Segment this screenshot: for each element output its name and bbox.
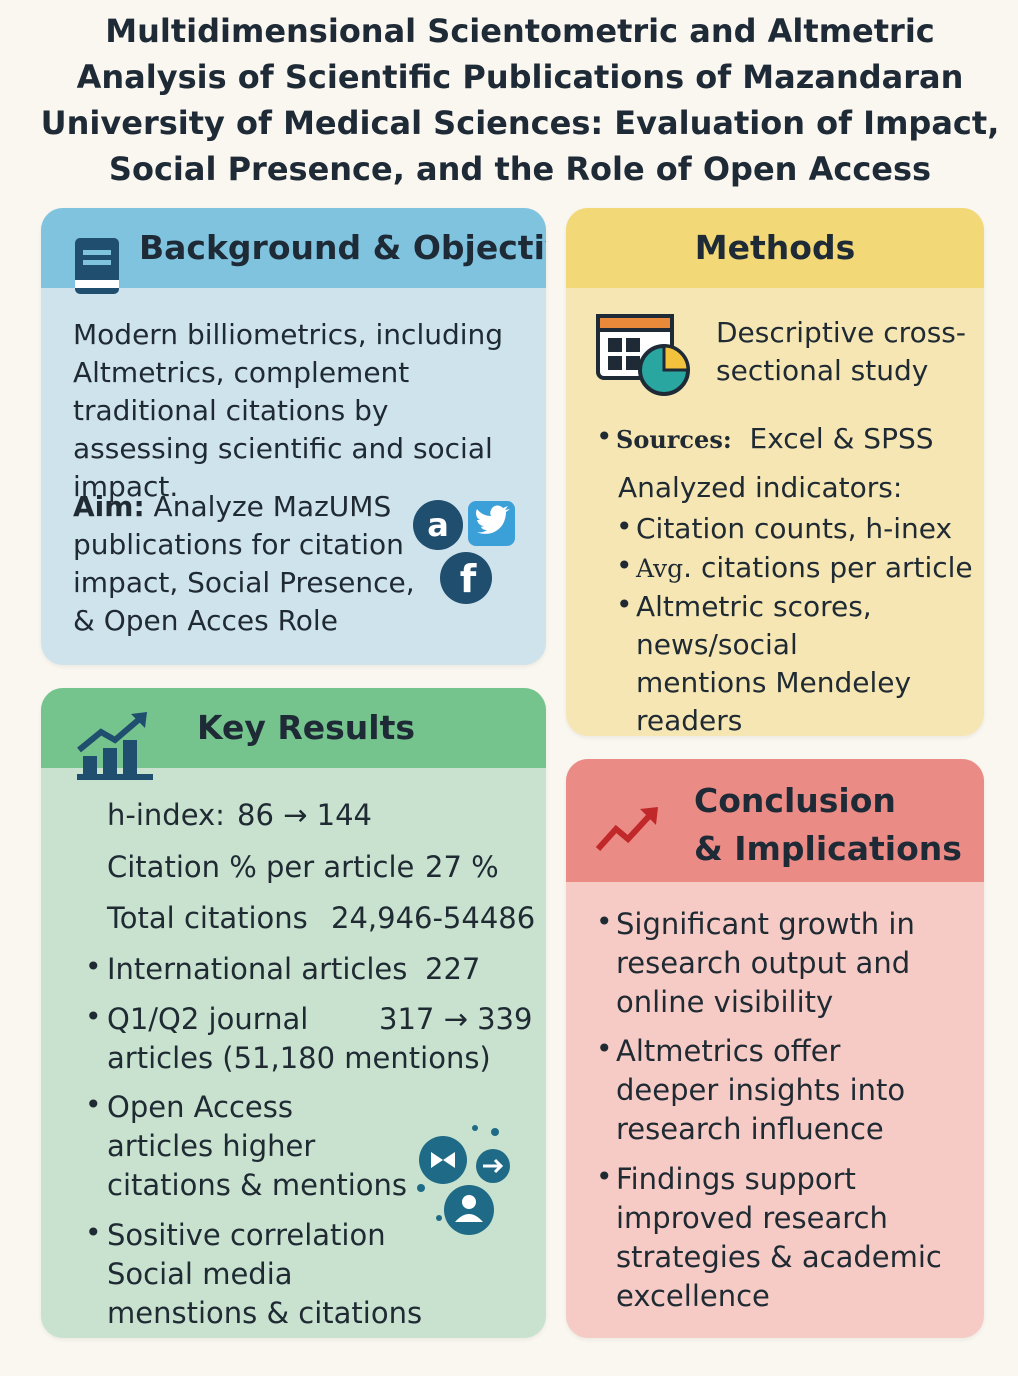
calendar-chart-icon bbox=[596, 314, 690, 396]
facebook-letter: f bbox=[460, 557, 477, 601]
social-icons: a f bbox=[413, 500, 515, 604]
indicator-text: Altmetric scores, news/social mentions M… bbox=[636, 590, 912, 736]
international-value: 227 bbox=[425, 952, 481, 986]
bullet: • bbox=[85, 1216, 102, 1249]
q1q2-sub: articles (51,180 mentions) bbox=[107, 1041, 491, 1075]
conclusion-item: Significant growth in research output an… bbox=[616, 907, 915, 1019]
hindex-value: 86 → 144 bbox=[237, 798, 372, 832]
bullet: • bbox=[616, 510, 633, 543]
study-type: Descriptive cross-sectional study bbox=[716, 316, 966, 387]
background-text: Modern billiometrics, including Altmetri… bbox=[73, 318, 504, 503]
conclusion-item: Altmetrics offer deeper insights into re… bbox=[616, 1034, 906, 1146]
sources-line: Sources: Excel & SPSS bbox=[616, 420, 934, 459]
indicator-prefix: Avg bbox=[636, 554, 684, 583]
trend-arrow-icon bbox=[595, 807, 658, 852]
bar-growth-icon bbox=[77, 712, 153, 780]
bullet: • bbox=[596, 905, 613, 938]
methods-header: Methods bbox=[566, 208, 984, 288]
twitter-icon bbox=[468, 501, 515, 546]
methods-heading: Methods bbox=[694, 228, 856, 267]
background-header: Background & Objectiv bbox=[41, 208, 546, 294]
aim-description: Analyze MazUMS publications for citation… bbox=[73, 490, 415, 637]
q1q2-value: 317 → 339 bbox=[379, 1002, 533, 1036]
background-heading: Background & Objectiv bbox=[139, 228, 546, 267]
conclusion-heading: Conclusion & Implications bbox=[694, 777, 962, 873]
conclusion-heading-line1: Conclusion bbox=[694, 781, 896, 820]
correlation-text: Sositive correlation Social media mensti… bbox=[107, 1218, 423, 1330]
indicators-heading: Analyzed indicators: bbox=[618, 471, 903, 504]
results-panel: Key Results h-index: 86 → 144 Citation %… bbox=[41, 688, 546, 1338]
total-citations-label: Total citations bbox=[107, 901, 308, 935]
results-header: Key Results bbox=[41, 688, 546, 780]
altmetric-letter: a bbox=[427, 506, 449, 544]
international-label: International articles bbox=[107, 952, 408, 986]
facebook-icon: f bbox=[440, 552, 492, 604]
indicator-item: Citation counts, h-inex bbox=[636, 510, 952, 548]
aim-text: Aim: Analyze MazUMS publications for cit… bbox=[73, 488, 433, 640]
indicator-text: . citations per article bbox=[683, 551, 973, 584]
conclusion-heading-line2: & Implications bbox=[694, 829, 962, 868]
bullet: • bbox=[85, 1088, 102, 1121]
page-title: Multidimensional Scientometric and Altme… bbox=[40, 12, 1000, 188]
background-panel: Background & Objectiv Modern billiometri… bbox=[41, 208, 546, 665]
results-heading: Key Results bbox=[197, 708, 416, 747]
bullet: • bbox=[616, 549, 633, 582]
bullet: • bbox=[596, 1160, 613, 1193]
book-icon bbox=[75, 238, 119, 294]
hindex-label: h-index: bbox=[107, 798, 225, 832]
citation-pct-value: 27 % bbox=[425, 850, 499, 884]
conclusion-header: Conclusion & Implications bbox=[566, 759, 984, 882]
indicator-item: Avg. citations per article bbox=[636, 549, 973, 588]
altmetric-icon: a bbox=[413, 500, 463, 550]
total-citations-value: 24,946-54486 bbox=[331, 901, 536, 935]
conclusion-item: Findings support improved research strat… bbox=[616, 1162, 942, 1313]
methods-panel: Methods Descriptive cross-sectional stud… bbox=[566, 208, 984, 736]
sources-value: Excel & SPSS bbox=[749, 422, 934, 455]
sources-label: Sources: bbox=[616, 425, 732, 454]
conclusion-panel: Conclusion & Implications • Significant … bbox=[566, 759, 984, 1338]
bullet: • bbox=[596, 420, 613, 453]
bullet: • bbox=[85, 950, 102, 983]
bullet: • bbox=[616, 588, 633, 621]
indicator-item: Altmetric scores, news/social mentions M… bbox=[636, 588, 936, 736]
citation-pct-label: Citation % per article bbox=[107, 850, 415, 884]
bullet: • bbox=[85, 1000, 102, 1033]
open-access-text: Open Access articles higher citations & … bbox=[107, 1090, 407, 1202]
aim-label: Aim: bbox=[73, 490, 145, 523]
bullet: • bbox=[596, 1032, 613, 1065]
indicator-text: Citation counts, h-inex bbox=[636, 512, 953, 545]
q1q2-label: Q1/Q2 journal bbox=[107, 1002, 309, 1036]
social-network-icon bbox=[417, 1125, 510, 1235]
